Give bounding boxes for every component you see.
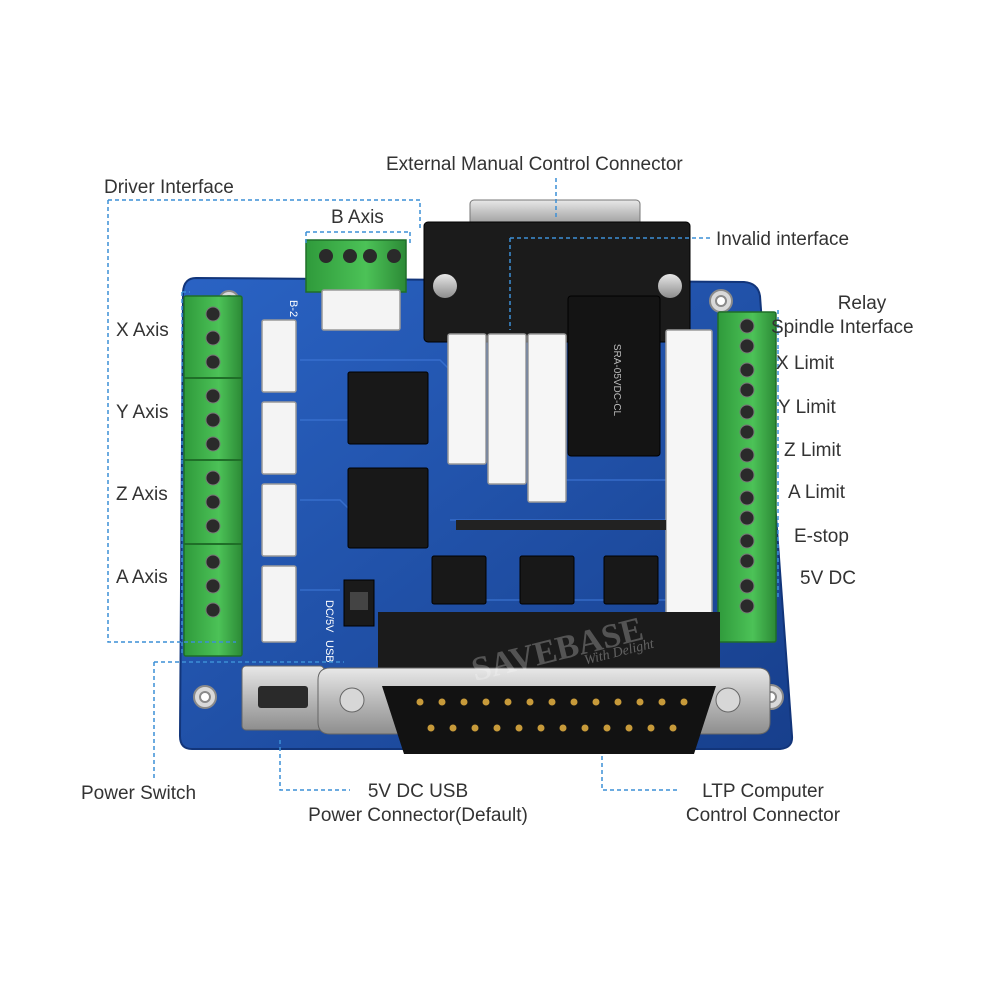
label-y-axis: Y Axis [116, 402, 169, 423]
usb-connector [241, 665, 325, 731]
right-terminal-blocks [717, 311, 777, 643]
label-spindle-interface: Spindle Interface [771, 317, 914, 338]
label-x-limit: X Limit [776, 353, 835, 374]
power-switch [343, 579, 375, 627]
label-ltp-line2: Control Connector [685, 805, 841, 826]
right-headers [665, 329, 713, 631]
b-axis-terminal [305, 239, 407, 331]
label-usb-line2: Power Connector(Default) [308, 805, 528, 826]
label-z-limit: Z Limit [784, 440, 841, 461]
relay-text: SRA-05VDC-CL [611, 344, 622, 417]
left-headers [261, 319, 297, 643]
b2-label: B-2 [287, 300, 299, 317]
label-usb-line1: 5V DC USB [367, 781, 469, 802]
label-a-axis: A Axis [116, 567, 168, 588]
resistor-row [456, 520, 666, 530]
label-y-limit: Y Limit [778, 397, 836, 418]
label-b-axis: B Axis [331, 207, 384, 228]
leader-lines [107, 178, 779, 791]
db25-connector [317, 612, 771, 754]
label-external-manual: External Manual Control Connector [386, 154, 683, 175]
label-5v-dc: 5V DC [800, 568, 856, 589]
usb-board-label: USB [323, 640, 335, 663]
label-invalid-interface: Invalid interface [716, 229, 850, 250]
label-x-axis: X Axis [116, 320, 169, 341]
label-a-limit: A Limit [788, 482, 846, 503]
relay: SRA-05VDC-CL [567, 295, 661, 457]
middle-headers [447, 333, 567, 503]
label-ltp-line1: LTP Computer [702, 781, 824, 802]
label-estop: E-stop [794, 526, 849, 547]
left-terminal-blocks [183, 295, 243, 657]
dc5v-board-label: DC/5V [323, 600, 335, 633]
label-relay: Relay [837, 293, 887, 314]
label-z-axis: Z Axis [116, 484, 168, 505]
label-power-switch: Power Switch [81, 783, 197, 804]
ics [347, 371, 659, 605]
label-driver-interface: Driver Interface [104, 177, 234, 198]
